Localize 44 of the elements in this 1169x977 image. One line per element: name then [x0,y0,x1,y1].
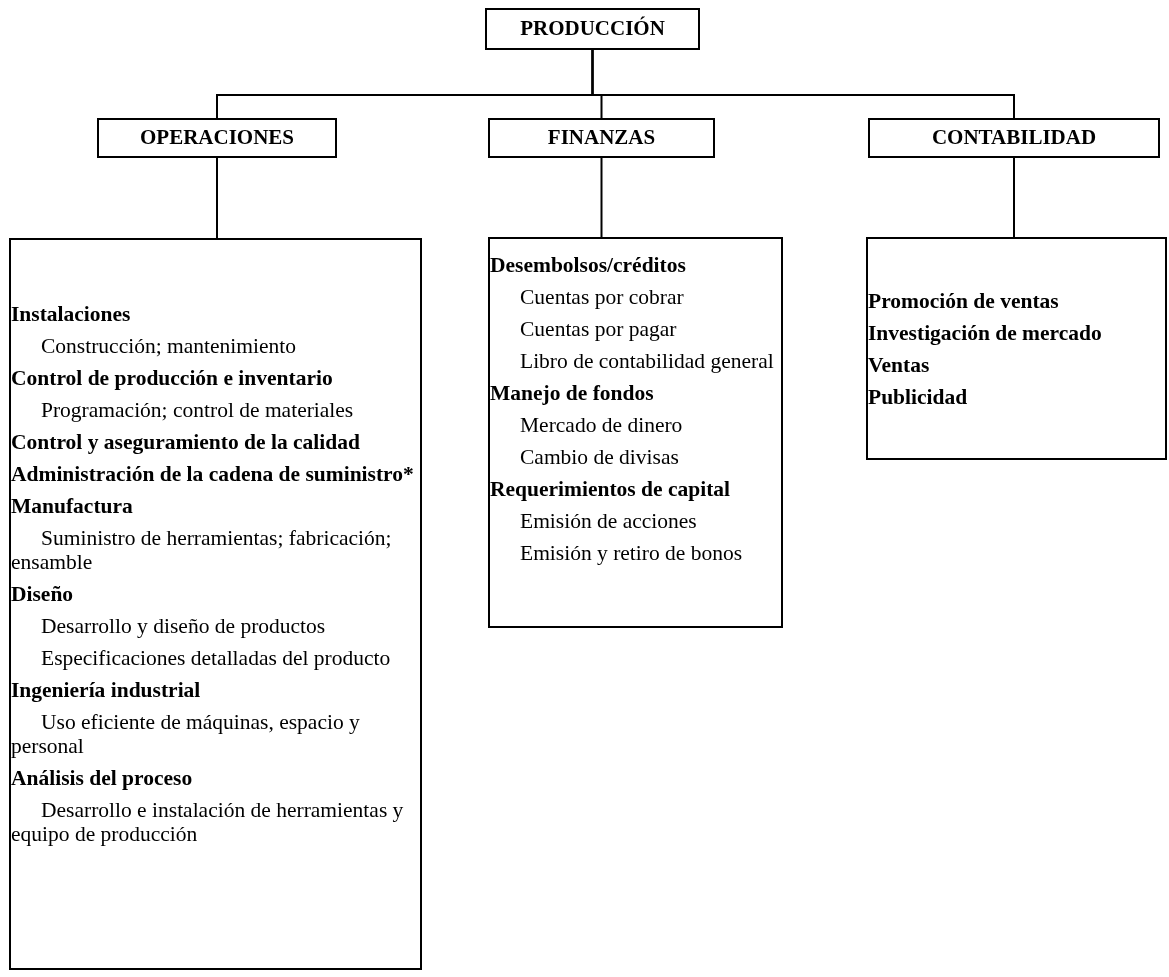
function-heading: Análisis del proceso [11,765,194,792]
function-item: Uso eficiente de máquinas, espacio y personal [11,709,361,760]
function-heading: Instalaciones [11,301,132,328]
function-heading: Control de producción e inventario [11,365,334,392]
function-list-box [9,238,422,970]
function-item: Desarrollo y diseño de productos [40,613,327,640]
department-title: FINANZAS [547,124,656,152]
connector-line [1013,157,1015,238]
function-heading: Ventas [868,352,931,379]
function-item: Especificaciones detalladas del producto [40,645,392,672]
function-heading: Administración de la cadena de suministro* [11,461,415,488]
department-box [485,8,700,50]
function-heading: Publicidad [868,384,969,411]
connector-line [216,157,218,239]
function-heading: Control y aseguramiento de la calidad [11,429,361,456]
function-item: Mercado de dinero [519,412,684,439]
function-item: Emisión de acciones [519,508,698,535]
function-heading: Diseño [11,581,75,608]
function-heading: Promoción de ventas [868,288,1060,315]
function-item: Programación; control de materiales [40,397,355,424]
department-title: OPERACIONES [140,124,294,152]
function-item: Construcción; mantenimiento [40,333,297,360]
function-heading: Ingeniería industrial [11,677,202,704]
function-heading: Manejo de fondos [490,380,655,407]
function-heading: Desembolsos/créditos [490,252,687,279]
department-title: PRODUCCIÓN [520,15,665,43]
function-heading: Manufactura [11,493,134,520]
function-heading: Requerimientos de capital [490,476,732,503]
function-item: Emisión y retiro de bonos [519,540,744,567]
function-item: Suministro de herramientas; fabricación; ensamble [11,525,393,576]
connector-line [600,157,603,238]
department-box [488,118,715,158]
department-title: CONTABILIDAD [931,124,1097,152]
function-item: Cambio de divisas [519,444,680,471]
function-item: Cuentas por pagar [519,316,678,343]
function-list-box [866,237,1167,460]
function-item: Libro de contabilidad general [519,348,775,375]
function-item: Desarrollo e instalación de herramientas y equipo de producción [11,797,405,848]
function-heading: Investigación de mercado [868,320,1103,347]
function-item: Cuentas por cobrar [519,284,685,311]
function-list-box [488,237,783,628]
department-box [97,118,337,158]
connector-line [591,49,1015,119]
department-box [868,118,1160,158]
